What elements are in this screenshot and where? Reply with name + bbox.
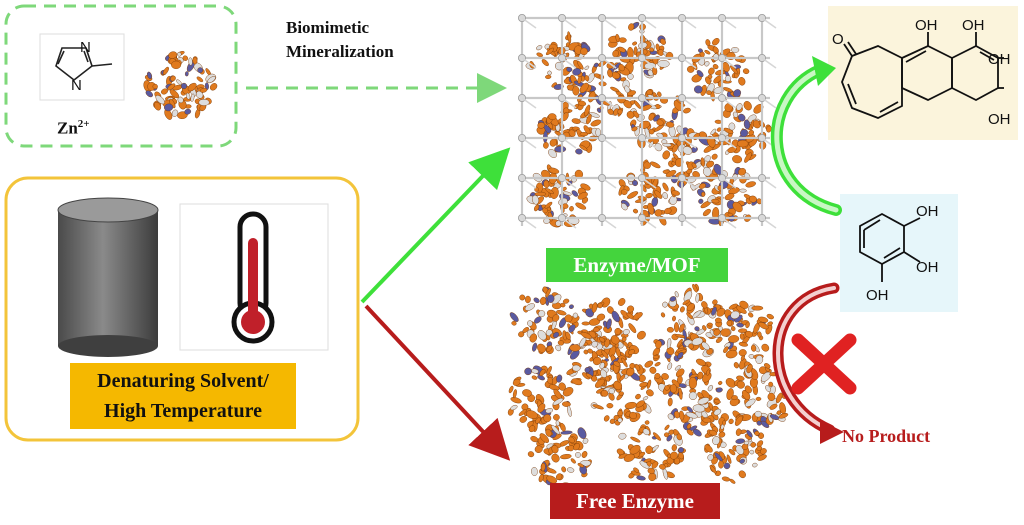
free-enzyme-label: Free Enzyme — [550, 483, 720, 519]
product-oh-1: OH — [915, 17, 938, 34]
product-oh-2: OH — [962, 17, 985, 34]
product-structure-icon — [841, 32, 1004, 119]
process-label: Biomimetic Mineralization — [286, 16, 394, 64]
substrate-molecule: OH OH OH — [840, 194, 958, 312]
blocked-x-icon — [791, 333, 857, 395]
product-box — [828, 6, 1018, 140]
conversion-arrow — [771, 56, 842, 216]
mof-lattice — [518, 13, 777, 229]
no-conversion-arrow — [772, 282, 844, 444]
product-oh-3: OH — [988, 51, 1011, 68]
precursor-panel-frame — [4, 4, 238, 148]
zinc-label-base: Zn — [57, 118, 78, 138]
product-o: O — [832, 31, 844, 48]
ligand-box — [39, 33, 125, 101]
substrate-box — [840, 194, 958, 312]
no-product-label: No Product — [842, 426, 931, 446]
precursor-panel: N N — [4, 4, 238, 148]
conditions-label-line2: High Temperature — [104, 400, 262, 422]
process-label-line1: Biomimetic — [286, 18, 370, 37]
to-free-enzyme-arrow — [364, 304, 511, 461]
mof-framework-grid — [518, 13, 777, 229]
free-enzyme-cluster — [507, 283, 795, 490]
enzyme-protein-icon — [143, 51, 218, 120]
ligand-n-top: N — [80, 39, 91, 56]
conditions-label-line1: Denaturing Solvent/ — [97, 370, 269, 392]
ligand-n-bottom: N — [71, 77, 82, 94]
substrate-oh-1: OH — [916, 203, 939, 220]
solvent-cylinder-icon — [57, 197, 159, 357]
product-molecule: O OH OH OH OH — [828, 6, 1018, 140]
to-mof-arrow — [360, 147, 511, 304]
thermometer-icon — [231, 211, 275, 344]
process-label-line2: Mineralization — [286, 42, 394, 61]
product-oh-4: OH — [988, 111, 1011, 128]
enzyme-mof-label: Enzyme/MOF — [546, 248, 728, 282]
substrate-oh-3: OH — [866, 287, 889, 304]
conditions-label: Denaturing Solvent/ High Temperature — [70, 363, 296, 429]
substrate-oh-2: OH — [916, 259, 939, 276]
imidazole-ligand-icon — [55, 47, 113, 82]
zinc-label-charge: 2+ — [77, 118, 90, 130]
zinc-label: Zn2+ — [57, 118, 90, 139]
substrate-structure-icon — [859, 212, 921, 282]
